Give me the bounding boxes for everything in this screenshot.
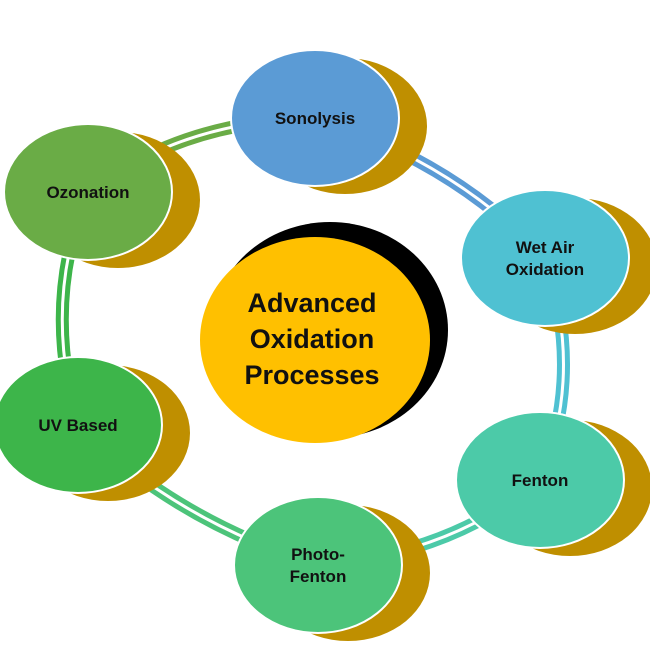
node-ozonation: Ozonation (3, 123, 200, 268)
node-label: Ozonation (46, 183, 129, 202)
center-circle (200, 237, 430, 443)
center-node: Advanced Oxidation Processes (200, 222, 448, 443)
node-circle (455, 411, 625, 549)
node-label: Fenton (512, 471, 569, 490)
node-sonolysis: Sonolysis (230, 49, 427, 194)
node-circle (0, 356, 163, 494)
node-label: Fenton (290, 567, 347, 586)
node-fenton: Fenton (455, 411, 650, 556)
node-uv-based: UV Based (0, 356, 190, 501)
node-label: Oxidation (506, 260, 584, 279)
node-label: Photo- (291, 545, 345, 564)
node-circle (233, 496, 403, 634)
node-circle (460, 189, 630, 327)
node-circle (3, 123, 173, 261)
node-circle (230, 49, 400, 187)
center-line-1: Advanced (247, 288, 376, 318)
node-label: Wet Air (516, 238, 575, 257)
node-label: UV Based (38, 416, 117, 435)
node-label: Sonolysis (275, 109, 355, 128)
center-line-2: Oxidation (250, 324, 375, 354)
node-photo-fenton: Photo- Fenton (233, 496, 430, 641)
center-line-3: Processes (244, 360, 379, 390)
